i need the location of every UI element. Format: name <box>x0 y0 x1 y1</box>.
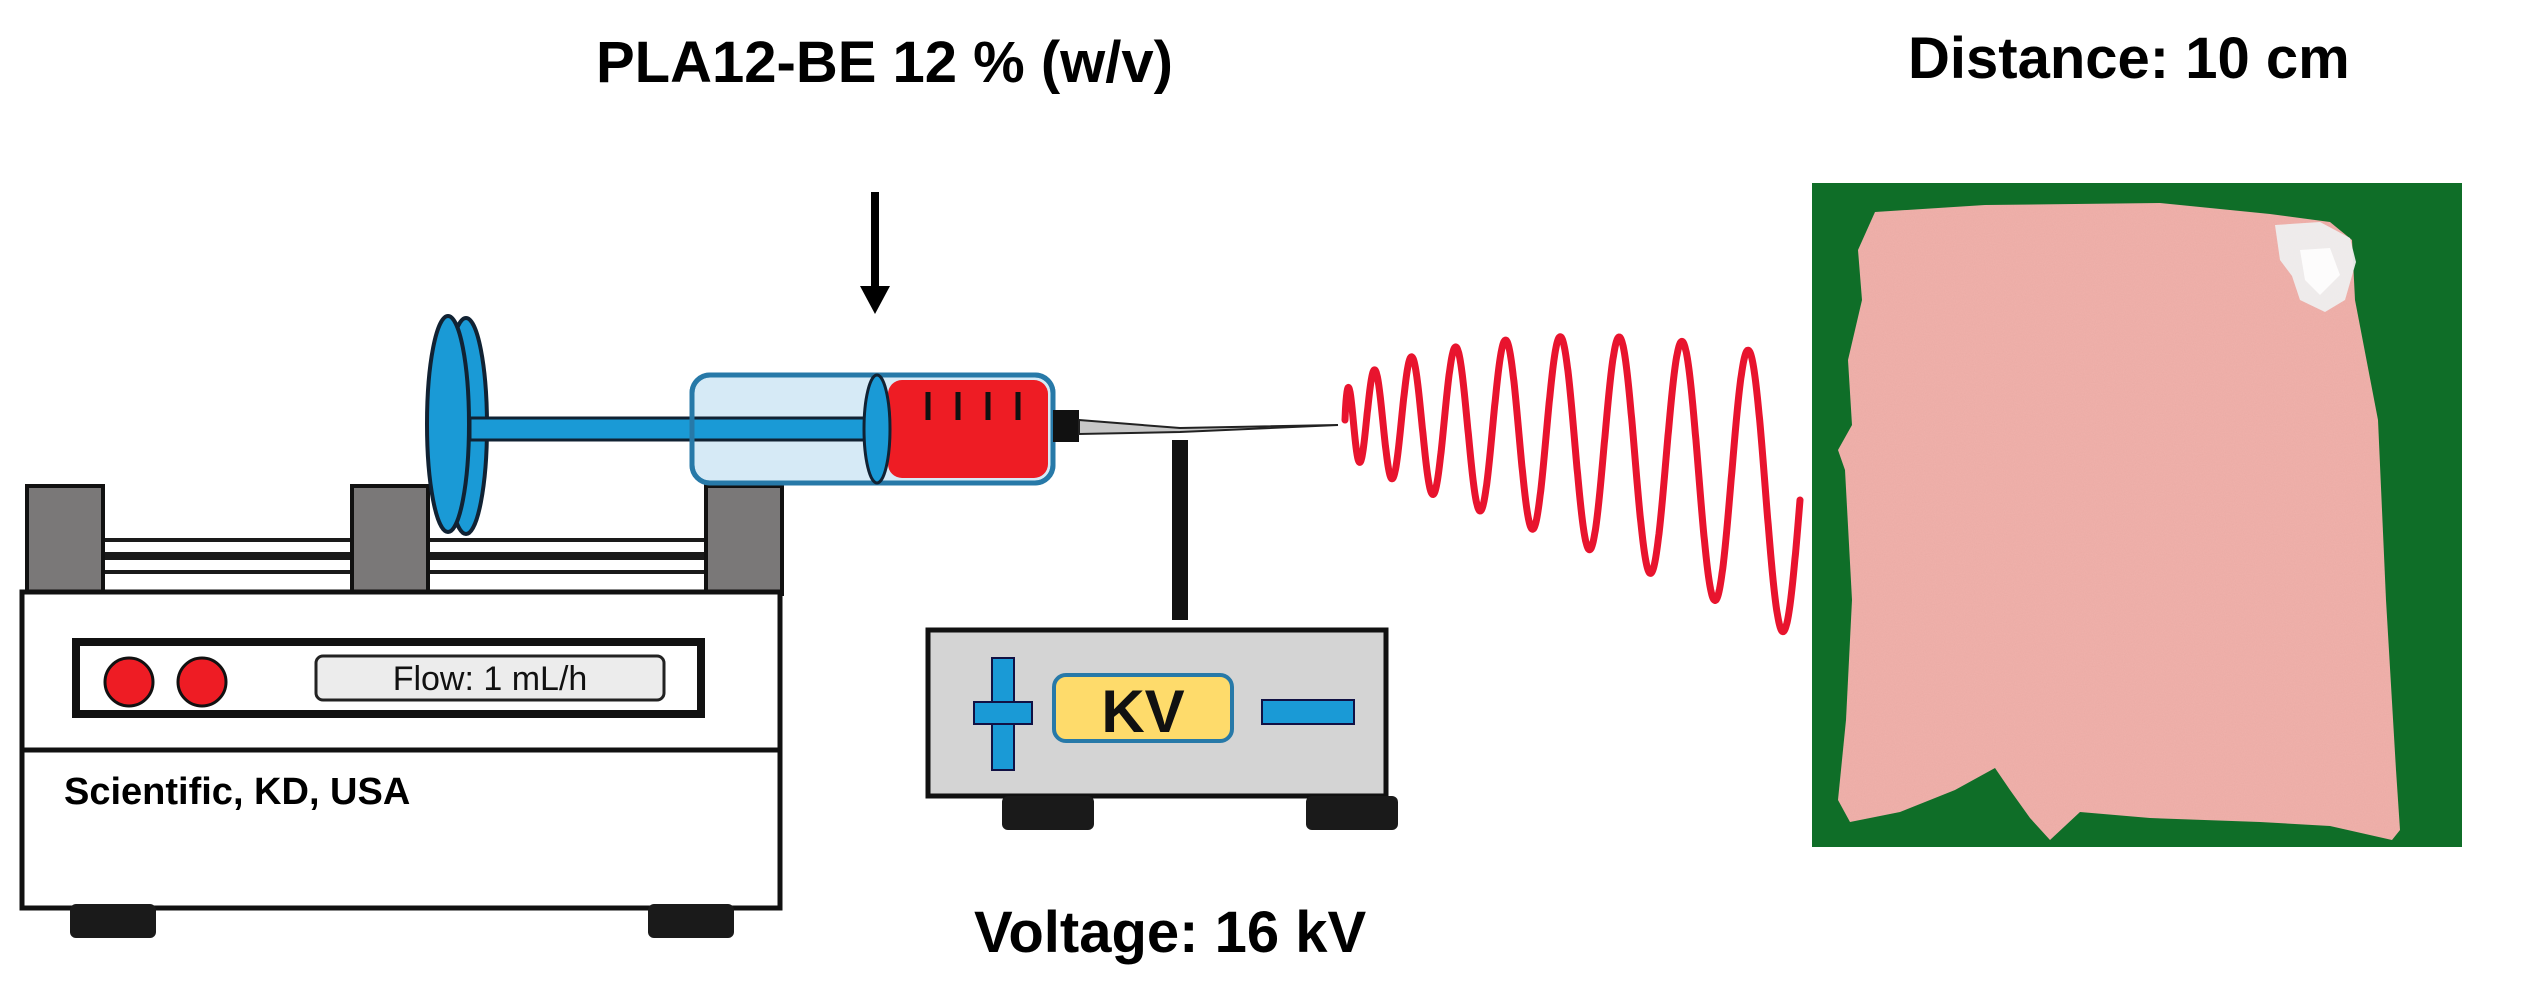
kv-display <box>1052 673 1234 743</box>
pump-end-block <box>25 484 105 596</box>
flow-rate-text: Flow: 1 mL/h <box>393 660 588 698</box>
electrospinning-jet <box>1341 333 1804 636</box>
power-supply: KV <box>925 440 1398 830</box>
syringe-pump: Flow: 1 mL/h Scientific, KD, USA <box>19 484 784 938</box>
syringe-solution <box>888 380 1048 478</box>
power-supply-foot <box>1002 796 1094 830</box>
syringe-tip <box>1053 410 1079 442</box>
pump-brand-label: Scientific, KD, USA <box>64 771 410 813</box>
power-supply-cable <box>1172 440 1188 620</box>
needle <box>1078 418 1339 436</box>
pump-body-lower <box>19 747 783 911</box>
pump-holder-block <box>704 484 784 596</box>
pump-foot <box>70 904 156 938</box>
pump-pusher-block <box>350 484 430 596</box>
syringe <box>425 314 1339 536</box>
pump-foot <box>648 904 734 938</box>
power-supply-foot <box>1306 796 1398 830</box>
distance-label: Distance: 10 cm <box>1908 26 2350 91</box>
plunger-disc <box>425 314 471 534</box>
voltage-label: Voltage: 16 kV <box>974 900 1366 965</box>
minus-icon <box>1261 699 1355 725</box>
pump-indicator-light <box>176 656 228 708</box>
solution-arrow <box>860 192 890 314</box>
plunger-rod <box>468 416 892 442</box>
solution-label: PLA12-BE 12 % (w/v) <box>596 30 1173 95</box>
flow-display <box>314 654 666 702</box>
membrane-torn-corner <box>2300 248 2340 295</box>
collector-photo <box>1812 183 2462 847</box>
kv-display-text: KV <box>1101 678 1184 745</box>
pump-indicator-light <box>103 656 155 708</box>
plunger-stopper <box>862 373 892 485</box>
membrane-texture <box>1838 203 2400 840</box>
plus-icon <box>973 657 1033 771</box>
